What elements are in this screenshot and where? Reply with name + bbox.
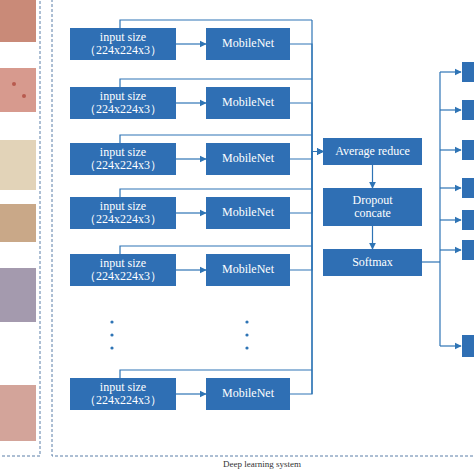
skip-line (120, 370, 312, 378)
ellipsis-dots (110, 320, 248, 349)
output-box (462, 210, 474, 230)
node-label: MobileNet (222, 96, 274, 109)
node-label: input size （224x224x3） (70, 200, 176, 227)
system-frame (52, 0, 474, 456)
node-label: MobileNet (222, 206, 274, 219)
output-box (462, 178, 474, 198)
node-label: MobileNet (222, 263, 274, 276)
output-box (462, 335, 474, 357)
skin-photo (0, 0, 36, 42)
skip-line (120, 189, 312, 197)
node-label: input size （224x224x3） (70, 381, 176, 408)
skin-photo (0, 140, 36, 190)
node-label: Average reduce (335, 145, 410, 158)
node-label: Dropout concate (343, 194, 402, 221)
flow-arrow (290, 152, 323, 214)
skin-photo (0, 68, 36, 112)
flow-arrow (176, 269, 206, 270)
image-frame (0, 0, 40, 456)
node-label: input size （224x224x3） (70, 31, 176, 58)
process-box: Softmax (323, 249, 422, 276)
model-box: MobileNet (206, 254, 290, 286)
output-boxes (462, 62, 474, 357)
flow-arrow (290, 152, 323, 271)
lesion-dot (12, 82, 16, 86)
flow-arrow (290, 44, 323, 152)
input-box: input size （224x224x3） (70, 254, 176, 286)
node-label: Softmax (352, 256, 393, 269)
skip-line (120, 246, 312, 254)
model-box: MobileNet (206, 143, 290, 175)
process-box: Dropout concate (323, 188, 422, 226)
node-label: input size （224x224x3） (70, 146, 176, 173)
output-box (462, 62, 474, 82)
skip-line (120, 79, 312, 87)
flow-arrow (176, 43, 206, 44)
flow-arrow (176, 102, 206, 103)
node-label: input size （224x224x3） (70, 90, 176, 117)
input-box: input size （224x224x3） (70, 197, 176, 229)
input-box: input size （224x224x3） (70, 378, 176, 410)
node-label: MobileNet (222, 387, 274, 400)
model-box: MobileNet (206, 197, 290, 229)
input-box: input size （224x224x3） (70, 143, 176, 175)
process-box: Average reduce (323, 138, 422, 165)
model-box: MobileNet (206, 378, 290, 410)
input-box: input size （224x224x3） (70, 87, 176, 119)
model-box: MobileNet (206, 28, 290, 60)
skin-photo (0, 385, 36, 441)
input-box: input size （224x224x3） (70, 28, 176, 60)
skin-photo (0, 204, 36, 242)
output-fan (422, 72, 461, 346)
output-box (462, 140, 474, 160)
flow-arrow (176, 393, 206, 394)
output-box (462, 240, 474, 260)
flow-arrow (290, 152, 323, 160)
skip-line (120, 135, 312, 143)
flow-arrow (372, 165, 373, 188)
flow-arrow (290, 103, 323, 152)
flow-arrow (176, 158, 206, 159)
output-box (462, 100, 474, 120)
skin-photo (0, 268, 36, 322)
node-label: input size （224x224x3） (70, 257, 176, 284)
model-box: MobileNet (206, 87, 290, 119)
flow-arrow (176, 212, 206, 213)
node-label: MobileNet (222, 37, 274, 50)
merge-bus (311, 20, 312, 394)
flow-arrow (372, 226, 373, 249)
flow-arrow (290, 152, 323, 395)
lesion-dot (22, 94, 26, 98)
figure-caption: Deep learning system (52, 459, 472, 469)
skip-line (120, 20, 312, 28)
node-label: MobileNet (222, 152, 274, 165)
